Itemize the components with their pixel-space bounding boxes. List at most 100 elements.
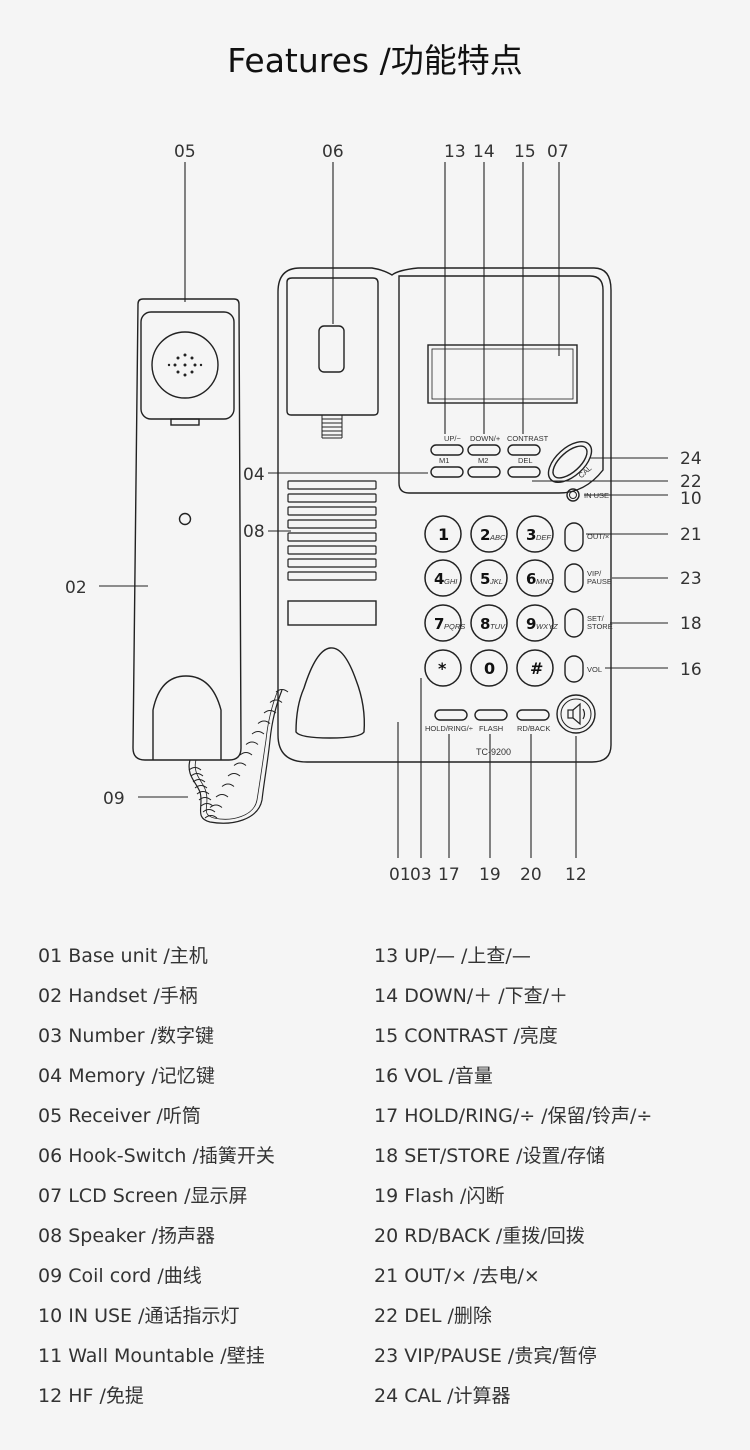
hook-spring <box>321 414 343 439</box>
flash-button[interactable] <box>474 709 508 721</box>
speakerphone-button[interactable] <box>556 694 596 734</box>
key-1[interactable]: 1 <box>424 515 462 553</box>
callout-09: 09 <box>103 789 125 809</box>
callout-04: 04 <box>243 465 265 485</box>
vol-label: VOL <box>587 665 602 674</box>
key-letters: PQRS <box>444 622 465 631</box>
callout-01: 01 <box>389 865 411 885</box>
callout-05: 05 <box>174 142 196 162</box>
callout-20: 20 <box>520 865 542 885</box>
feature-item: 14 DOWN/＋ /下查/＋ <box>374 985 569 1007</box>
in-use-led <box>566 488 580 502</box>
callout-numbers: 05 06 13 14 15 07 04 08 02 09 24 22 10 2… <box>65 142 702 885</box>
feature-item: 10 IN USE /通话指示灯 <box>38 1305 240 1327</box>
hook-cradle <box>286 277 379 416</box>
contrast-button[interactable] <box>507 444 541 456</box>
callout-16: 16 <box>680 660 702 680</box>
callout-22: 22 <box>680 472 702 492</box>
down-button[interactable] <box>467 444 501 456</box>
vip-pause-button[interactable] <box>564 563 584 593</box>
feature-item: 23 VIP/PAUSE /贵宾/暂停 <box>374 1345 597 1367</box>
key-0[interactable]: 0 <box>470 649 508 687</box>
key-digit: 4 <box>434 570 444 588</box>
phone-diagram: UP/− DOWN/+ CONTRAST M1 M2 DEL CAL IN US… <box>65 142 702 885</box>
key-digit: 5 <box>480 570 490 588</box>
key-digit: # <box>530 659 543 678</box>
feature-item: 09 Coil cord /曲线 <box>38 1265 202 1287</box>
feature-item: 21 OUT/× /去电/× <box>374 1265 540 1287</box>
callout-08: 08 <box>243 522 265 542</box>
handset <box>132 298 242 761</box>
del-button[interactable] <box>507 466 541 478</box>
up-label: UP/− <box>444 434 462 443</box>
callout-17: 17 <box>438 865 460 885</box>
feature-item: 08 Speaker /扬声器 <box>38 1225 215 1247</box>
features-list-left: 01 Base unit /主机 02 Handset /手柄 03 Numbe… <box>38 938 378 1418</box>
hold-ring-label: HOLD/RING/÷ <box>425 724 473 733</box>
handset-rest <box>295 647 366 739</box>
key-digit: 7 <box>434 615 444 633</box>
cal-button[interactable] <box>541 434 598 490</box>
label-window <box>287 600 377 626</box>
callout-18: 18 <box>680 614 702 634</box>
m1-label: M1 <box>439 456 449 465</box>
out-button[interactable] <box>564 522 584 552</box>
key-digit: 8 <box>480 615 490 633</box>
key-digit: * <box>438 659 447 678</box>
key-digit: 9 <box>526 615 536 633</box>
key-letters: TUV <box>490 622 506 631</box>
contrast-label: CONTRAST <box>507 434 549 443</box>
feature-item: 01 Base unit /主机 <box>38 945 208 967</box>
receiver-holes <box>167 353 203 377</box>
receiver-cup <box>140 311 235 420</box>
callout-24: 24 <box>680 449 702 469</box>
hook-switch <box>318 325 345 373</box>
feature-item: 17 HOLD/RING/÷ /保留/铃声/÷ <box>374 1105 653 1127</box>
base-unit <box>277 267 612 763</box>
key-letters: JKL <box>489 577 503 586</box>
lcd-screen <box>427 344 578 404</box>
feature-item: 19 Flash /闪断 <box>374 1185 505 1207</box>
callout-13: 13 <box>444 142 466 162</box>
page-title: Features /功能特点 <box>227 41 523 80</box>
vip-label-1: VIP/ <box>587 569 602 578</box>
rd-back-label: RD/BACK <box>517 724 550 733</box>
down-label: DOWN/+ <box>470 434 501 443</box>
coil-cord <box>188 689 289 824</box>
vol-button[interactable] <box>564 655 584 683</box>
speaker-grille <box>287 480 377 581</box>
m1-button[interactable] <box>430 466 464 478</box>
key-hash[interactable]: # <box>516 649 554 687</box>
key-letters: MNO <box>536 577 554 586</box>
m2-button[interactable] <box>467 466 501 478</box>
callout-14: 14 <box>473 142 495 162</box>
callout-03: 03 <box>410 865 432 885</box>
up-button[interactable] <box>430 444 464 456</box>
feature-item: 07 LCD Screen /显示屏 <box>38 1185 248 1207</box>
key-star[interactable]: * <box>424 649 462 687</box>
control-panel <box>398 275 604 494</box>
key-digit: 3 <box>526 526 536 544</box>
key-digit: 0 <box>484 659 495 678</box>
key-digit: 6 <box>526 570 536 588</box>
key-digit: 2 <box>480 526 490 544</box>
mouthpiece <box>152 675 222 760</box>
feature-item: 02 Handset /手柄 <box>38 985 198 1007</box>
rd-back-button[interactable] <box>516 709 550 721</box>
callout-10: 10 <box>680 489 702 509</box>
vip-label-2: PAUSE <box>587 577 612 586</box>
set-store-button[interactable] <box>564 608 584 638</box>
callout-02: 02 <box>65 578 87 598</box>
model-label: TC-9200 <box>476 747 511 757</box>
hold-ring-button[interactable] <box>434 709 468 721</box>
callout-19: 19 <box>479 865 501 885</box>
